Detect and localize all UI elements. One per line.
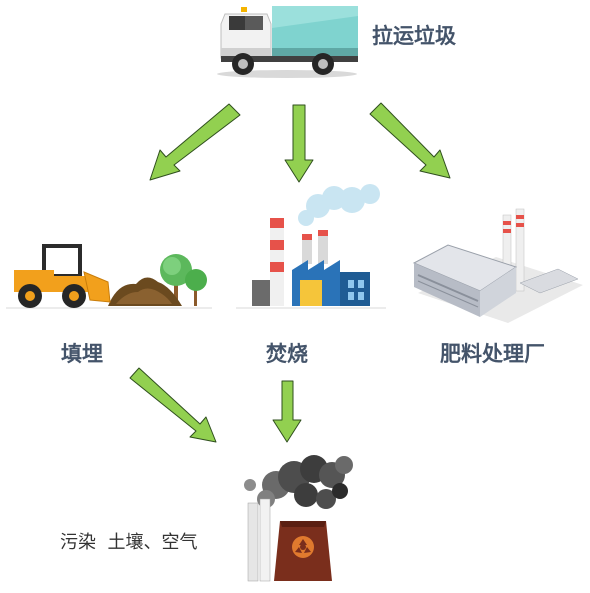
- arrow-landfill-to-pollution: [129, 367, 217, 443]
- arrow-source-to-fertilizer: [369, 102, 451, 179]
- fertilizer-factory-icon: [408, 205, 583, 330]
- node-label-pollution: 污染 土壤、空气: [60, 532, 198, 553]
- node-label-landfill: 填埋: [61, 342, 103, 366]
- node-label-fertilizer: 肥料处理厂: [440, 342, 545, 366]
- garbage-truck-icon: [215, 4, 360, 80]
- arrow-incineration-to-pollution: [272, 380, 302, 443]
- node-label-source: 拉运垃圾: [372, 24, 456, 48]
- incineration-plant-icon: [236, 184, 386, 312]
- arrow-source-to-landfill: [149, 103, 241, 181]
- node-label-incineration: 焚烧: [266, 342, 308, 366]
- polluting-smokestack-icon: [236, 455, 366, 585]
- arrow-source-to-incineration: [284, 104, 314, 183]
- bulldozer-soil-icon: [6, 242, 212, 312]
